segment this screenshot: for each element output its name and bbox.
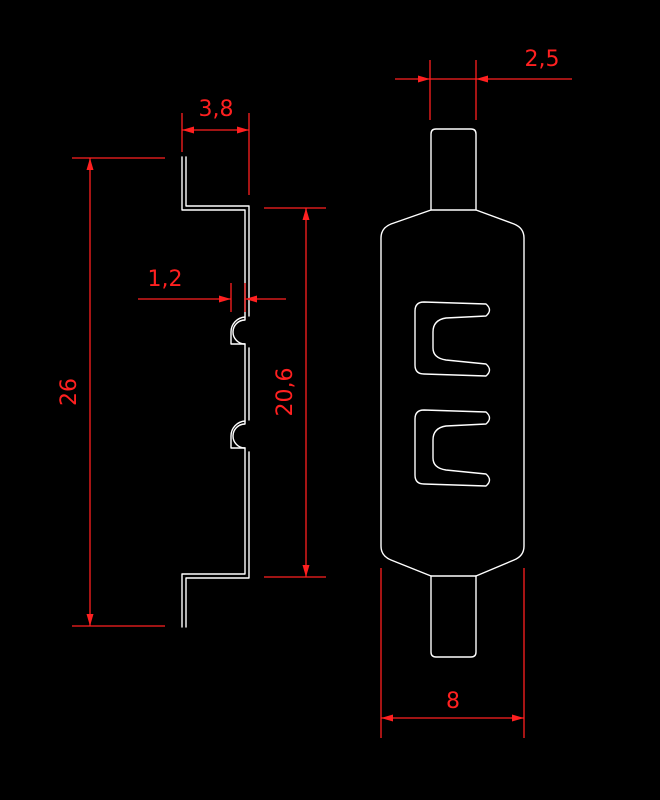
dimension-text-side-bump-depth: 1,2 [148,267,183,292]
front-view-lower-slot [414,409,491,487]
dimension-side-total-height: 26 [57,157,165,627]
side-view [181,156,250,628]
side-view-outer-profile [181,156,246,628]
dimension-side-top-width: 3,8 [181,97,250,195]
front-view-bottom-pin [430,575,477,658]
front-view-top-pin [430,128,477,211]
front-view-body [380,209,525,577]
dimension-text-side-inner-height: 20,6 [273,368,298,417]
dimension-front-body-width: 8 [380,568,525,738]
dimension-text-front-pin-width: 2,5 [525,47,560,72]
front-view [380,128,525,658]
side-view-bump-upper [230,316,246,345]
dimension-side-inner-height: 20,6 [264,207,326,578]
side-view-bump-lower [230,420,246,449]
dimension-side-bump-depth: 1,2 [138,267,286,312]
dimension-text-front-body-width: 8 [446,689,460,714]
dimension-text-side-total-height: 26 [57,378,82,406]
front-view-upper-slot [414,301,491,377]
dimension-text-side-top-width: 3,8 [199,97,234,122]
side-view-inner-profile [185,156,250,628]
dimension-front-pin-width: 2,5 [395,47,572,120]
